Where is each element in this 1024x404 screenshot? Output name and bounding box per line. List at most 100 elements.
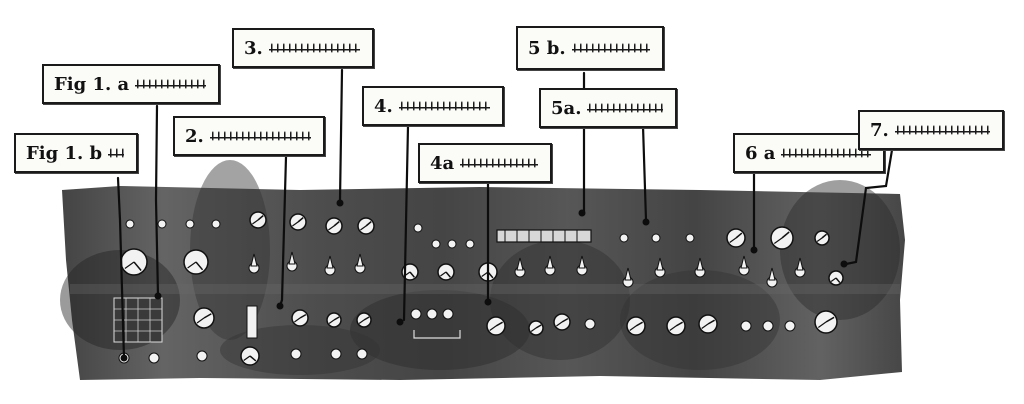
toggle-lever: [696, 257, 704, 271]
toggle-lever: [546, 255, 554, 269]
label-scribble: [135, 79, 206, 89]
toggle-lever: [768, 267, 776, 281]
leader-line: [154, 104, 160, 298]
label-fig1a-text: Fig 1. a: [54, 73, 130, 95]
wash-streak: [70, 284, 900, 294]
indicator-lamp: [685, 233, 695, 243]
slider: [246, 305, 258, 339]
indicator-lamp: [426, 308, 438, 320]
label-scribble: [398, 101, 490, 111]
label-scribble: [460, 158, 538, 168]
indicator-lamp: [356, 348, 368, 360]
toggle-lever: [516, 257, 524, 271]
knob-pointer: [299, 313, 307, 319]
knob-pointer: [124, 261, 135, 269]
knob-pointer: [358, 319, 365, 324]
indicator-lamp: [651, 233, 661, 243]
panel-layer: [60, 160, 905, 380]
knob-pointer: [328, 319, 335, 324]
label-fig1b-text: Fig 1. b: [26, 142, 103, 164]
knob-pointer: [561, 317, 569, 323]
knob-pointer: [195, 261, 204, 271]
knob-pointer: [333, 221, 340, 227]
label-fig1a: Fig 1. a: [42, 64, 220, 104]
leader-line: [116, 176, 126, 360]
knob-pointer: [816, 237, 823, 242]
label-scribble: [108, 148, 124, 158]
leader-end: [750, 246, 758, 254]
indicator-lamp: [784, 320, 796, 332]
indicator-lamp: [185, 219, 195, 229]
leader-line: [402, 124, 410, 322]
knob-pointer: [360, 225, 367, 231]
label-4a: 4a: [418, 143, 552, 183]
toggle-lever: [578, 255, 586, 269]
knob-pointer: [409, 271, 415, 278]
leader-end: [396, 318, 404, 326]
indicator-lamp: [619, 233, 629, 243]
toggle-lever: [288, 251, 296, 265]
knob-pointer: [830, 277, 837, 282]
leader-line: [338, 68, 344, 202]
label-scribble: [571, 43, 650, 53]
leader-lines: [116, 68, 894, 362]
label-5b: 5 b.: [516, 26, 664, 70]
label-2: 2.: [173, 116, 325, 156]
toggle-lever: [250, 253, 258, 267]
knob-pointer: [249, 355, 257, 362]
indicator-lamp: [211, 219, 221, 229]
knob-pointer: [530, 327, 537, 332]
leader-end: [484, 298, 492, 306]
label-5a-text: 5a.: [551, 97, 582, 119]
knob-pointer: [701, 323, 709, 329]
label-3-text: 3.: [244, 37, 263, 59]
knob-pointer: [187, 261, 197, 269]
controls-layer: [113, 211, 844, 366]
knob-pointer: [825, 316, 835, 323]
label-scribble: [894, 125, 990, 135]
wash-blotch: [490, 240, 630, 360]
knob-pointer: [257, 215, 264, 221]
knob-pointer: [773, 237, 783, 244]
label-7-text: 7.: [870, 119, 889, 141]
knob-pointer: [328, 225, 335, 231]
indicator-lamp: [157, 219, 167, 229]
group-bracket: [413, 330, 461, 339]
leader-end: [120, 354, 128, 362]
leader-end: [276, 302, 284, 310]
toggle-lever: [356, 253, 364, 267]
indicator-lamp: [431, 239, 441, 249]
indicator-lamp: [196, 350, 208, 362]
label-4-text: 4.: [374, 95, 393, 117]
toggle-lever: [624, 267, 632, 281]
knob-pointer: [243, 355, 251, 361]
leader-line: [844, 148, 894, 266]
knob-pointer: [675, 321, 684, 327]
indicator-lamp: [330, 348, 342, 360]
indicator-lamp: [584, 318, 596, 330]
knob-pointer: [363, 316, 370, 321]
knob-pointer: [821, 233, 828, 239]
knob-pointer: [729, 237, 737, 243]
label-4a-text: 4a: [430, 152, 455, 174]
label-4: 4.: [362, 86, 504, 126]
indicator-lamp: [125, 219, 135, 229]
knob-pointer: [817, 321, 827, 328]
leader-end: [578, 209, 586, 217]
label-6a-text: 6 a: [745, 142, 776, 164]
knob-pointer: [203, 313, 212, 319]
leader-end: [642, 218, 650, 226]
knob-pointer: [489, 325, 497, 331]
wash-blotch: [350, 290, 530, 370]
knob-pointer: [294, 317, 301, 323]
toggle-lever: [656, 257, 664, 271]
leader-end: [154, 292, 162, 300]
panel-body: [62, 186, 905, 380]
leader-end: [840, 260, 848, 268]
label-scribble: [268, 43, 360, 53]
bar-meter: [496, 229, 592, 243]
toggle-lever: [740, 255, 748, 269]
knob-pointer: [535, 324, 542, 329]
